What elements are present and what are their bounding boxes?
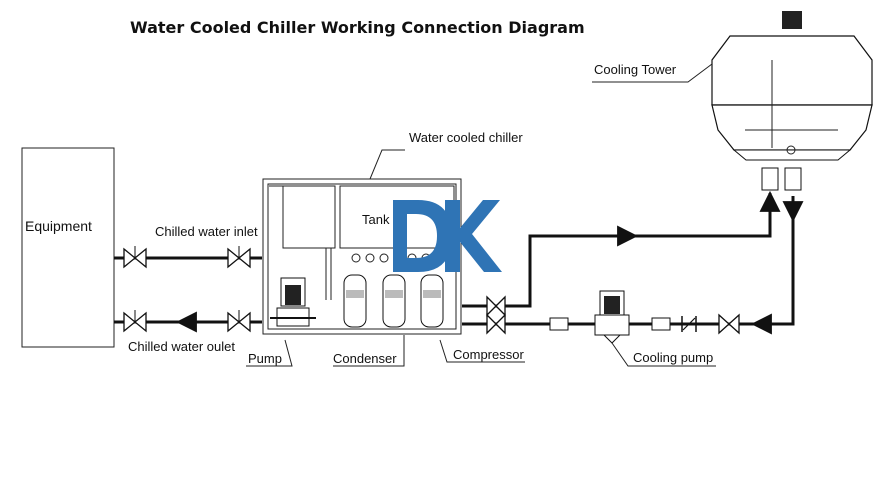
valve-icon — [227, 310, 251, 333]
valve-icon — [227, 246, 251, 269]
flex-joint-icon — [651, 317, 671, 331]
component-labels: Pump Condenser Compressor — [246, 335, 525, 367]
equipment-unit: Equipment — [21, 147, 115, 348]
cooling-pump-label: Cooling pump — [633, 350, 713, 365]
flex-joint-icon — [761, 167, 779, 191]
fan-motor-icon — [782, 11, 802, 29]
compressor-icon — [420, 274, 444, 328]
compressor-label: Compressor — [453, 347, 524, 362]
cooling-tower-label: Cooling Tower — [594, 62, 677, 77]
diagram-title: Water Cooled Chiller Working Connection … — [130, 18, 585, 37]
check-valve-icon — [681, 316, 697, 332]
water-cooled-chiller-label: Water cooled chiller — [409, 130, 523, 145]
tank-label: Tank — [362, 212, 390, 227]
valve-icon — [486, 313, 506, 335]
pump-label: Pump — [248, 351, 282, 366]
compressor-icon — [343, 274, 367, 328]
chilled-water-piping: Chilled water inlet Chilled water oulet — [114, 224, 262, 354]
flex-joint-icon — [549, 317, 569, 331]
dk-logo — [393, 200, 502, 272]
valve-icon — [123, 310, 147, 333]
cooling-tower: Cooling Tower — [592, 11, 873, 191]
condenser-label: Condenser — [333, 351, 397, 366]
chilled-water-outlet-label: Chilled water oulet — [128, 339, 235, 354]
pump-icon — [270, 277, 316, 327]
cooling-water-piping: Cooling pump — [462, 190, 804, 367]
compressor-icon — [382, 274, 406, 328]
valve-icon — [486, 295, 506, 317]
valve-icon — [718, 313, 740, 335]
flex-joint-icon — [784, 167, 802, 191]
cooling-pump-icon — [594, 290, 630, 344]
chilled-water-inlet-label: Chilled water inlet — [155, 224, 258, 239]
equipment-label: Equipment — [25, 218, 92, 234]
valve-icon — [123, 246, 147, 269]
